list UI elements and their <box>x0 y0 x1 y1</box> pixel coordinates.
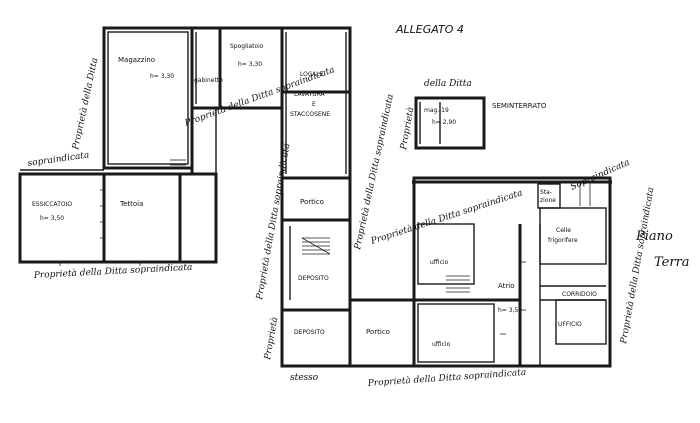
corridoio-label: CORRIDOIO <box>562 291 597 298</box>
ufficio-2-label: ufficio <box>432 341 451 348</box>
atrio-label: Atrio <box>498 282 515 290</box>
annotation-center-vertical: Proprietà della Ditta sopraindicata <box>352 93 396 251</box>
lavatura-label: LAVATURA <box>294 91 326 98</box>
sem-proprieta: Proprietà <box>398 106 416 151</box>
deposito-2-room <box>280 308 352 368</box>
celle-label-2: frigorifere <box>548 237 578 244</box>
locale-label: LOCALE <box>300 71 323 78</box>
seminterrato-room-label: mag. 19 <box>424 107 449 114</box>
celle-room <box>539 207 607 265</box>
atrio-height: h= 3,50 <box>498 307 522 314</box>
stair-icon <box>301 237 331 255</box>
annotation-left-bottom: Proprietà della Ditta sopraindicata <box>33 262 193 281</box>
ufficio-3-label: UFFICIO <box>558 321 582 328</box>
annotation-sopra-right: Sopraindicata <box>569 158 631 193</box>
level-label-2: Terra <box>654 255 690 270</box>
ufficio-3-room <box>555 299 607 345</box>
essiccatoio-height: h= 3,50 <box>40 215 64 222</box>
central-spine: LOCALE LAVATURA E STACCOSENE Portico DEP… <box>280 26 416 368</box>
magazzino-height: h= 3,30 <box>150 73 174 80</box>
stair-2-icon <box>446 275 470 293</box>
tettoia-label: Tettoia <box>119 200 143 208</box>
spogliatoio-height: h= 3,30 <box>238 61 262 68</box>
annotation-stesso: stesso <box>290 373 319 383</box>
portico-1-label: Portico <box>300 198 324 206</box>
ufficio-2-room <box>417 303 495 363</box>
celle-label: Celle <box>556 227 571 234</box>
lavatura-room <box>280 26 352 180</box>
stazione-room <box>537 183 561 209</box>
right-wing-outline <box>412 176 612 368</box>
magazzino-label: Magazzino <box>118 56 155 64</box>
annotation-left-vertical: Proprietà della Ditta <box>70 57 100 152</box>
stazione-label-2: zione <box>540 197 556 204</box>
annotation-mid-vertical: Proprietà della Ditta sopraindicata <box>254 142 293 301</box>
portico-2-label: Portico <box>366 328 390 336</box>
left-wing: Magazzino h= 3,30 Spogliatoio h= 3,30 ga… <box>18 26 284 266</box>
seminterrato-height: h= 2,90 <box>432 119 456 126</box>
gabinetto-label: gabinetto <box>194 77 223 84</box>
deposito-1-room <box>280 218 352 312</box>
e-label: E <box>312 101 316 108</box>
seminterrato-inset: mag. 19 h= 2,90 SEMINTERRATO della Ditta… <box>398 79 547 152</box>
annotation-right-vertical: Proprietà della Ditta sopraindicata <box>618 186 657 345</box>
seminterrato-label: SEMINTERRATO <box>492 102 547 110</box>
annotation-upper-diag: Proprietà della Ditta sopraindicata <box>369 187 524 247</box>
annotation-left-sopra: sopraindicata <box>27 150 90 169</box>
deposito-2-label: DEPOSITO <box>294 329 325 336</box>
deposito-1-label: DEPOSITO <box>298 275 329 282</box>
header-title: ALLEGATO 4 <box>395 23 464 36</box>
annotation-bottom: Proprietà della Ditta sopraindicata <box>366 367 526 389</box>
spogliatoio-label: Spogliatoio <box>230 43 264 50</box>
staccosene-label: STACCOSENE <box>290 111 330 118</box>
essiccatoio-label: ESSICCATOIO <box>32 201 72 208</box>
ufficio-1-room <box>417 223 475 285</box>
level-label: Piano <box>635 229 673 244</box>
stazione-label: Sta- <box>540 189 552 196</box>
right-wing: ufficio ufficio UFFICIO Atrio h= 3,50 CO… <box>412 176 612 368</box>
magazzino-room <box>102 26 194 170</box>
sem-ditta: della Ditta <box>424 79 472 89</box>
annotation-mid-prop: Proprietà <box>262 316 280 361</box>
ufficio-1-label: ufficio <box>430 259 449 266</box>
seminterrato-room <box>414 96 486 150</box>
